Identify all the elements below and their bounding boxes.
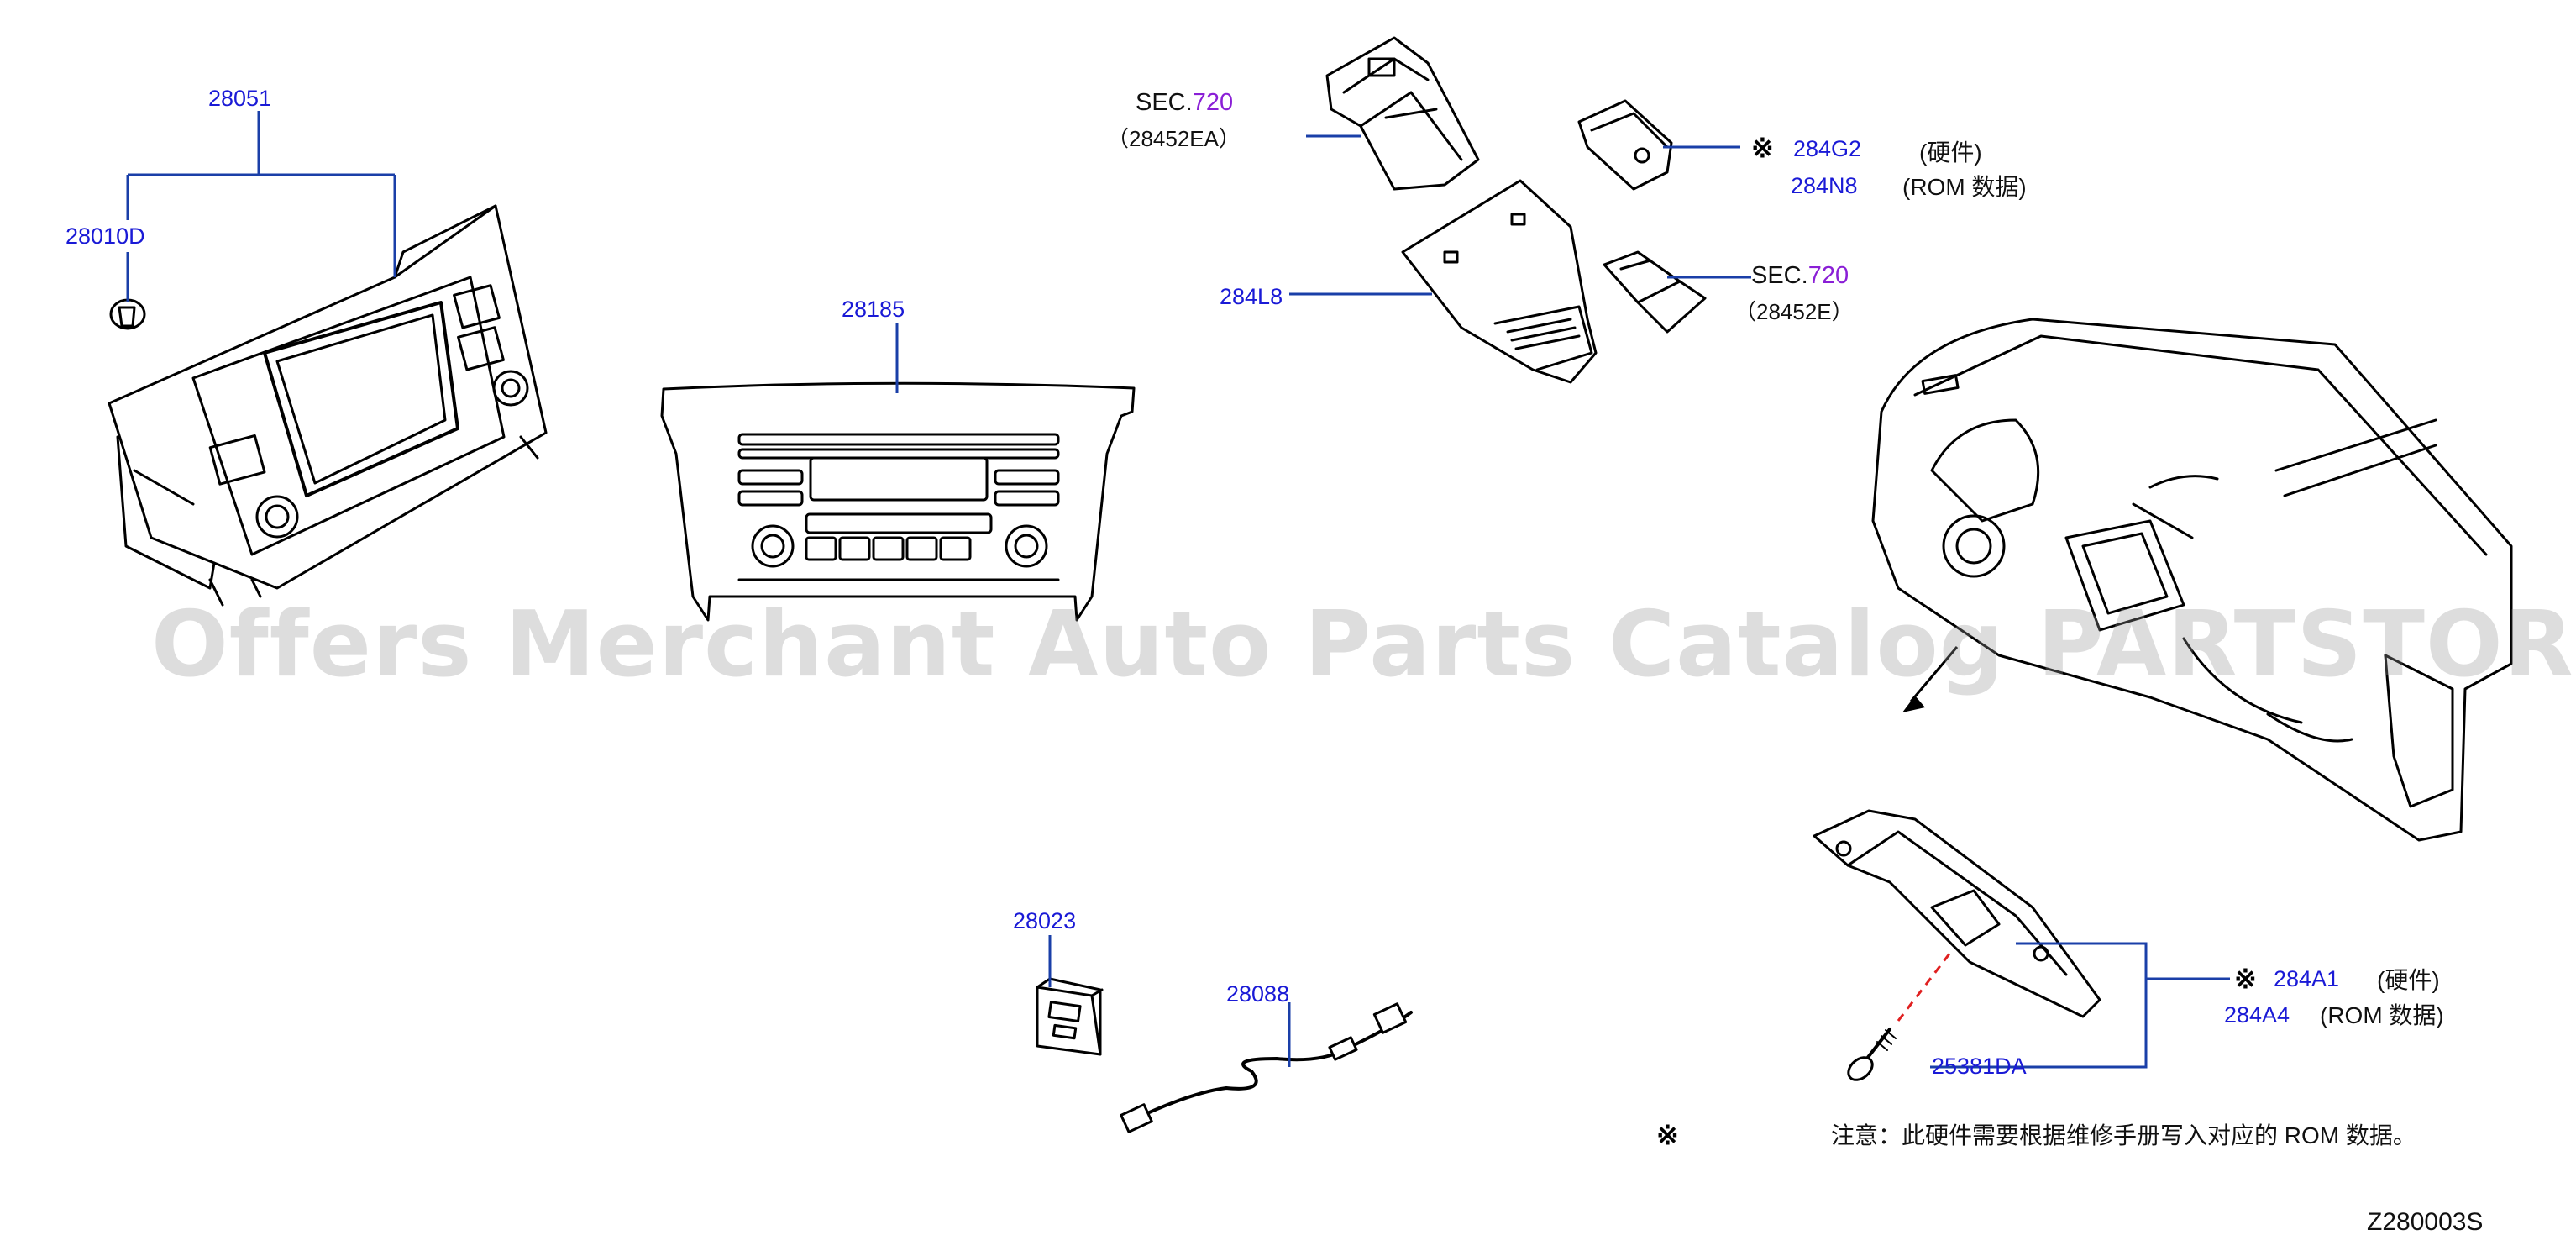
watermark: Offers Merchant Auto Parts Catalog PARTS… bbox=[151, 592, 2576, 697]
cable-illustration bbox=[1120, 1002, 1413, 1133]
footnote-text: 注意：此硬件需要根据维修手册写入对应的 ROM 数据。 bbox=[1831, 1122, 2416, 1149]
screw-guide-line bbox=[1897, 949, 1954, 1022]
part-28010D-label[interactable]: 28010D bbox=[66, 223, 145, 249]
part-284L8-label[interactable]: 284L8 bbox=[1220, 284, 1283, 309]
rom-data-note-1: (ROM 数据) bbox=[1902, 174, 2027, 200]
clip-illustration bbox=[109, 298, 146, 330]
leader-lines bbox=[126, 111, 2230, 1069]
cover-illustration bbox=[1401, 179, 1598, 384]
camera-illustration bbox=[1603, 250, 1707, 334]
usb-jack-illustration bbox=[1036, 977, 1104, 1056]
part-284A1-label[interactable]: 284A1 bbox=[2274, 966, 2340, 991]
section-ref-2[interactable]: SEC.720 bbox=[1751, 264, 1849, 288]
section-ref-1-code: （28452EA） bbox=[1107, 126, 1241, 151]
part-28051-label[interactable]: 28051 bbox=[208, 86, 272, 111]
part-284G2-label[interactable]: 284G2 bbox=[1793, 136, 1862, 161]
part-284A4-label[interactable]: 284A4 bbox=[2224, 1002, 2290, 1028]
section-ref-2-code: （28452E） bbox=[1734, 299, 1854, 324]
section-prefix: SEC. bbox=[1136, 89, 1193, 116]
head-unit-illustration bbox=[108, 204, 548, 607]
ecu-illustration bbox=[1813, 809, 2101, 1018]
asterisk-mark-1: ※ bbox=[1751, 133, 1774, 163]
footnote-asterisk: ※ bbox=[1656, 1120, 1679, 1150]
camera-bracket-illustration bbox=[1325, 36, 1480, 191]
hardware-note-1: (硬件) bbox=[1919, 139, 1982, 166]
section-ref-1[interactable]: SEC.720 bbox=[1136, 91, 1233, 115]
section-number: 720 bbox=[1807, 262, 1849, 289]
rom-data-note-2: (ROM 数据) bbox=[2320, 1002, 2444, 1028]
module-illustration bbox=[1577, 99, 1673, 191]
part-28023-label[interactable]: 28023 bbox=[1013, 908, 1077, 933]
section-prefix: SEC. bbox=[1751, 262, 1808, 289]
part-284N8-label[interactable]: 284N8 bbox=[1791, 173, 1858, 198]
dashboard-illustration bbox=[1871, 318, 2513, 842]
direction-arrow bbox=[1902, 646, 1959, 712]
part-25381DA-label[interactable]: 25381DA bbox=[1932, 1054, 2027, 1079]
audio-panel-illustration bbox=[660, 381, 1136, 622]
part-28185-label[interactable]: 28185 bbox=[842, 297, 905, 322]
hardware-note-2: (硬件) bbox=[2377, 967, 2440, 993]
diagram-code: Z280003S bbox=[2367, 1208, 2484, 1236]
screw-illustration bbox=[1847, 1028, 1897, 1081]
part-28088-label[interactable]: 28088 bbox=[1226, 981, 1290, 1007]
section-number: 720 bbox=[1192, 89, 1234, 116]
asterisk-mark-2: ※ bbox=[2234, 964, 2257, 994]
